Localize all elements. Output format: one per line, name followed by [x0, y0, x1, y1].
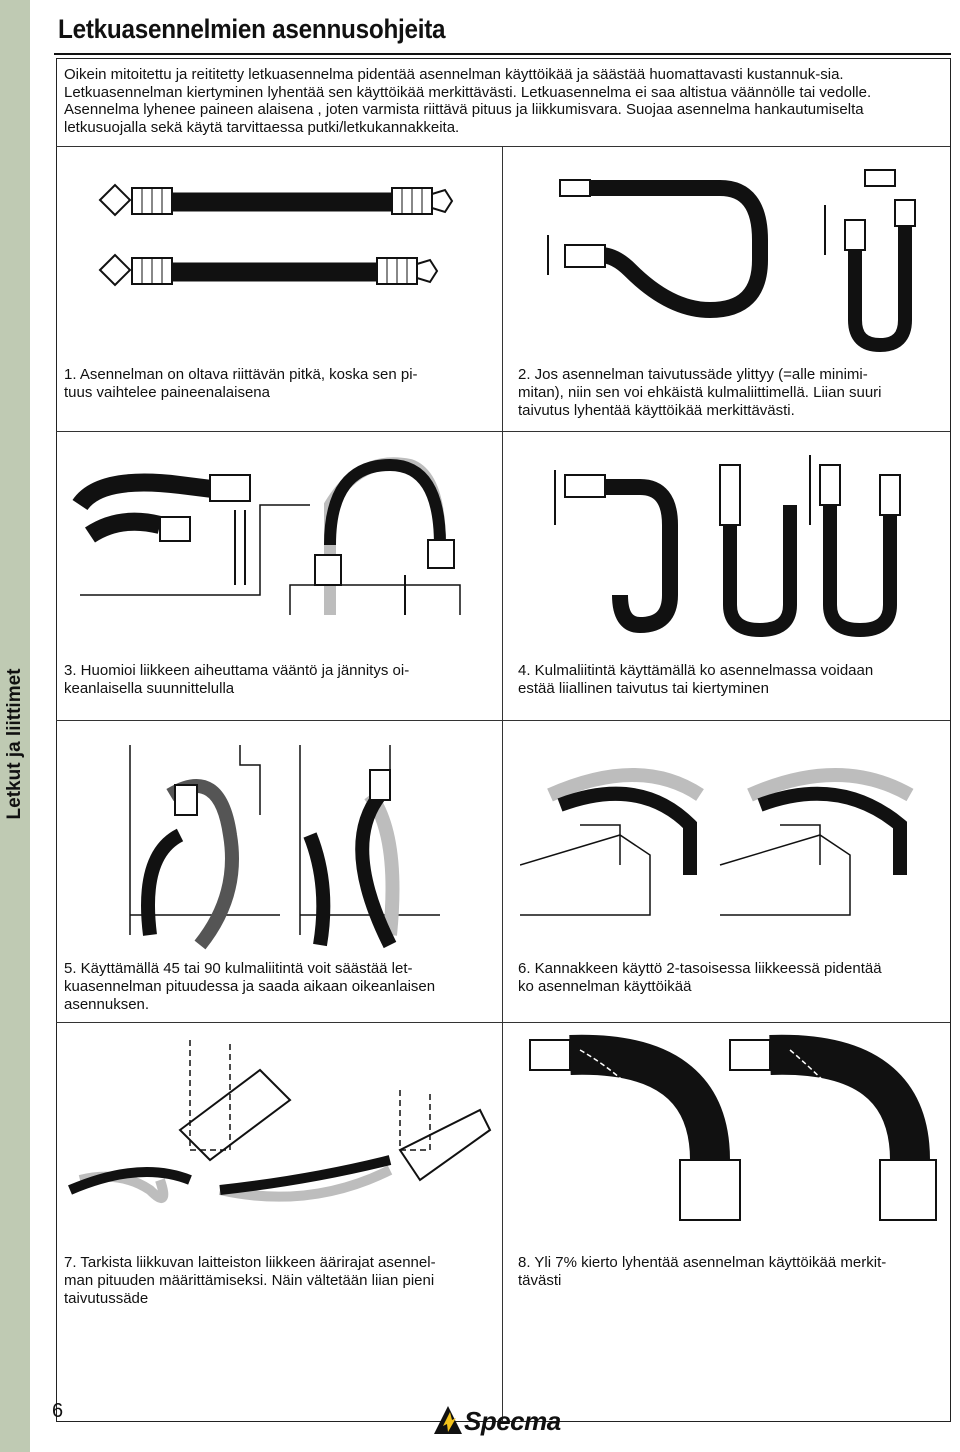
page-number: 6 — [52, 1400, 64, 1422]
brand-logo: Specma — [430, 1400, 590, 1440]
intro-paragraph: Oikein mitoitettu ja reititetty letkuase… — [64, 66, 872, 136]
figure-5-elbow-fittings — [129, 745, 440, 950]
hose-loop-with-elbow — [824, 169, 916, 353]
figure-1-straight-hoses — [98, 183, 454, 287]
caption-2: 2. Jos asennelman taivutussäde ylittyy (… — [518, 366, 882, 419]
caption-8: 8. Yli 7% kierto lyhentää asennelman käy… — [518, 1254, 887, 1289]
divider — [56, 1022, 950, 1023]
figure-4-elbow-prevents-bend — [554, 455, 901, 638]
figure-7-movement-limits — [68, 1040, 492, 1203]
hose-assembly — [98, 253, 439, 287]
figure-8-twist — [529, 1034, 937, 1221]
hose-loop-large — [547, 179, 768, 319]
caption-7: 7. Tarkista liikkuvan laitteiston liikke… — [64, 1254, 436, 1307]
caption-3: 3. Huomioi liikkeen aiheuttama vääntö ja… — [64, 662, 410, 697]
figure-3-torsion — [72, 457, 461, 615]
divider — [56, 146, 950, 147]
title-rule — [54, 53, 951, 55]
figure-2-bend-radius — [547, 169, 916, 353]
divider — [56, 431, 950, 432]
caption-1: 1. Asennelman on oltava riittävän pitkä,… — [64, 366, 418, 401]
caption-5: 5. Käyttämällä 45 tai 90 kulmaliitintä v… — [64, 960, 436, 1013]
content-frame — [56, 58, 951, 1422]
hose-assembly — [98, 183, 454, 217]
figure-6-bracket — [520, 768, 914, 916]
sidebar-strip: Letkut ja liittimet — [0, 0, 30, 1452]
logo-mark-icon — [434, 1406, 462, 1434]
caption-4: 4. Kulmaliitintä käyttämällä ko asennelm… — [518, 662, 874, 697]
divider — [56, 720, 950, 721]
page-title: Letkuasennelmien asennusohjeita — [58, 14, 446, 44]
caption-6: 6. Kannakkeen käyttö 2-tasoisessa liikke… — [518, 960, 882, 995]
column-divider — [502, 146, 503, 1421]
sidebar-label: Letkut ja liittimet — [4, 668, 25, 820]
brand-name: Specma — [464, 1406, 561, 1436]
